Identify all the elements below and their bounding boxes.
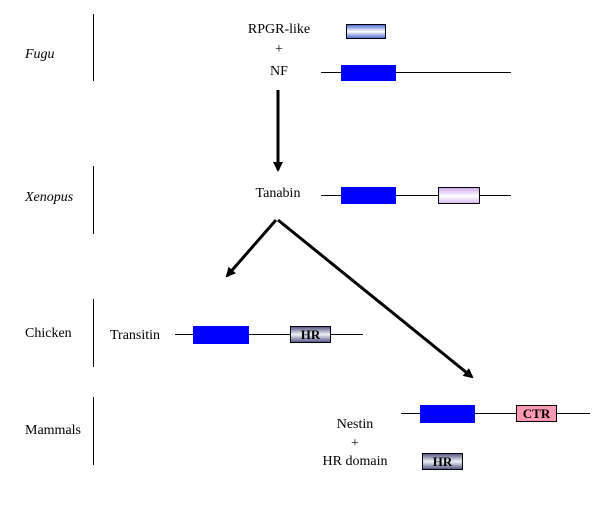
species-label-mammals: Mammals	[25, 423, 81, 438]
ctr-label: CTR	[522, 405, 551, 421]
gene-label-nestin: Nestin	[336, 417, 374, 432]
plus-sign-fugu: +	[275, 42, 283, 57]
hr-label-mammals: HR	[432, 453, 453, 469]
tanabin-tail-domain	[438, 187, 480, 204]
arrow-xenopus-to-chicken	[225, 219, 278, 278]
gene-label-transitin: Transitin	[110, 328, 161, 343]
species-label-chicken: Chicken	[25, 326, 72, 341]
separator-xenopus	[93, 166, 94, 234]
transitin-hr-domain: HR	[290, 326, 331, 343]
separator-mammals	[93, 397, 94, 465]
tanabin-gene-line	[321, 195, 511, 196]
hr-label-transitin: HR	[300, 326, 321, 342]
rpgr-domain-box	[346, 24, 386, 39]
species-label-xenopus: Xenopus	[25, 190, 74, 205]
tanabin-rod-domain	[341, 187, 396, 204]
separator-fugu	[93, 14, 94, 81]
plus-sign-mammals: +	[351, 436, 359, 451]
arrow-xenopus-to-mammals	[277, 218, 474, 379]
transitin-rod-domain	[193, 326, 249, 344]
gene-label-nf: NF	[270, 64, 288, 79]
separator-chicken	[93, 299, 94, 367]
nf-gene-line	[321, 72, 511, 73]
transitin-gene-line	[175, 334, 363, 335]
gene-label-rpgr-like: RPGR-like	[247, 22, 311, 37]
nestin-rod-domain	[420, 405, 475, 423]
nestin-ctr-domain: CTR	[516, 405, 557, 422]
nestin-gene-line	[401, 413, 590, 414]
species-label-fugu: Fugu	[25, 47, 55, 62]
gene-label-tanabin: Tanabin	[255, 186, 301, 201]
gene-label-hr-domain: HR domain	[322, 454, 388, 469]
standalone-hr-domain: HR	[422, 453, 463, 470]
nf-rod-domain	[341, 65, 396, 81]
